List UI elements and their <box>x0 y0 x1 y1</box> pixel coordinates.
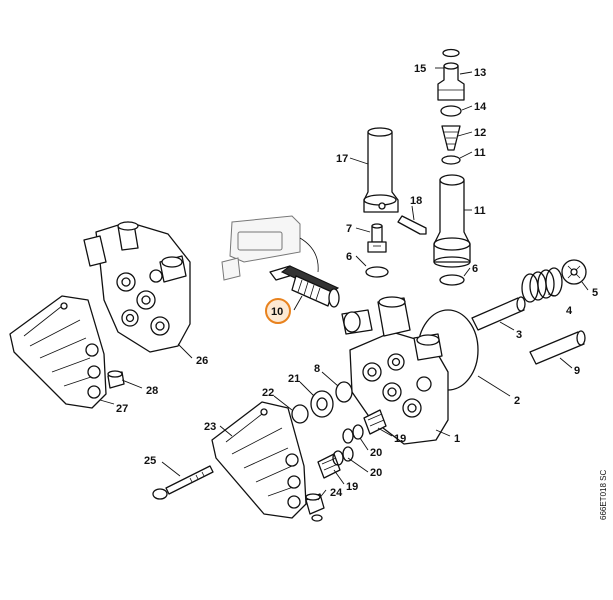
callout-17: 17 <box>336 153 348 165</box>
callout-16: 15 <box>414 63 426 75</box>
callout-26: 26 <box>196 355 208 367</box>
part-4-spring <box>521 267 563 303</box>
callout-27: 27 <box>116 403 128 415</box>
callout-18: 18 <box>410 195 422 207</box>
callout-11: 11 <box>474 205 486 217</box>
callout-10: 10 <box>271 306 283 318</box>
callout-4: 4 <box>566 305 573 317</box>
part-6-o-ring-left <box>365 266 389 278</box>
part-22-seal <box>291 404 309 424</box>
callout-3: 3 <box>516 329 522 341</box>
part-18-hex-key <box>397 215 427 235</box>
part-12-o-ring <box>441 155 461 165</box>
part-25-bolt <box>152 465 214 500</box>
part-7-screw <box>367 223 387 253</box>
callout-8: 8 <box>314 363 320 375</box>
callout-22: 22 <box>262 387 274 399</box>
callout-1: 1 <box>454 433 460 445</box>
part-20-o-rings-upper <box>342 424 364 444</box>
callout-14: 13 <box>474 67 486 79</box>
callout-7: 7 <box>346 223 352 235</box>
callout-20-lower: 20 <box>370 467 382 479</box>
callout-9: 9 <box>574 365 580 377</box>
part-17-tube <box>363 127 399 213</box>
callout-2: 2 <box>514 395 520 407</box>
part-6-o-ring-right <box>439 274 465 286</box>
reference-code: 666ET018 SC <box>599 469 608 520</box>
callout-25: 25 <box>144 455 156 467</box>
part-26-valve-housing <box>83 221 191 353</box>
part-14-fitting <box>437 62 465 101</box>
part-21-nut <box>310 390 334 418</box>
part-20-o-rings-lower <box>332 446 354 466</box>
callout-19-upper: 19 <box>394 433 406 445</box>
callout-20-upper: 20 <box>370 447 382 459</box>
part-11-cylinder <box>433 174 471 268</box>
callout-23: 23 <box>204 421 216 433</box>
part-15-ring <box>440 105 462 117</box>
callout-13: 12 <box>474 127 486 139</box>
leader-lines <box>99 67 589 501</box>
callout-5: 5 <box>592 287 598 299</box>
part-5-retainer <box>561 259 587 285</box>
part-23-cover-plate <box>211 401 307 519</box>
ghost-housing-outline <box>221 215 319 281</box>
part-27-cover-plate <box>9 295 107 409</box>
part-24-plug <box>305 493 325 522</box>
part-1-pump-housing <box>341 296 449 445</box>
callout-6-left: 6 <box>346 251 352 263</box>
part-9-piston <box>529 330 586 365</box>
highlight-circle-part-10 <box>265 298 291 324</box>
part-28-plug <box>107 370 125 389</box>
part-19-valve-upper <box>363 409 387 435</box>
part-3-piston <box>471 296 526 331</box>
part-8-ring <box>335 381 353 403</box>
callout-19-lower: 19 <box>346 481 358 493</box>
callout-28: 28 <box>146 385 158 397</box>
callout-21: 21 <box>288 373 300 385</box>
callout-15: 14 <box>474 101 487 113</box>
part-16-o-ring <box>442 48 460 58</box>
part-10-valve <box>269 265 340 308</box>
callout-6-right: 6 <box>472 263 478 275</box>
part-13-filter <box>441 125 461 151</box>
callout-12: 11 <box>474 147 486 159</box>
callout-24: 24 <box>330 487 343 499</box>
